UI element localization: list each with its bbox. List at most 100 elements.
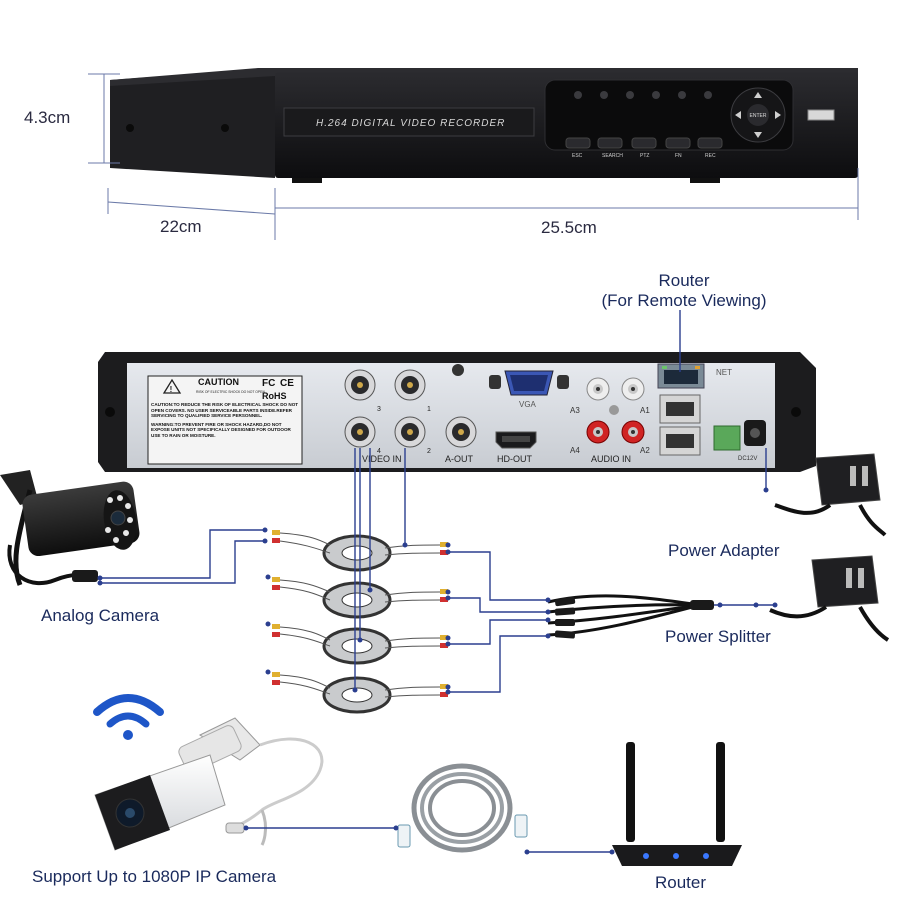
- wifi-icon: [93, 694, 164, 740]
- channel-2-label: 2: [427, 448, 431, 455]
- fn-button[interactable]: [665, 137, 691, 149]
- dvr-rear-view: ! CAUTION FC CE RoHS RISK OF ELECTRIC SH…: [98, 352, 816, 472]
- router-bottom-label: Router: [655, 873, 707, 892]
- depth-dimension-label: 22cm: [160, 217, 202, 236]
- a3-label: A3: [570, 406, 580, 415]
- bnc-port-4[interactable]: [344, 416, 376, 448]
- caution-subtitle: RISK OF ELECTRIC SHOCK DO NOT OPEN: [196, 390, 265, 394]
- caution-text-block: CAUTION:TO REDUCE THE RISK OF ELECTRICAL…: [151, 402, 299, 438]
- channel-4-label: 4: [377, 448, 381, 455]
- audio-in-label: AUDIO IN: [591, 454, 631, 464]
- cable-reel: [322, 627, 392, 665]
- rec-button[interactable]: [697, 137, 723, 149]
- cable-reel: [322, 581, 392, 619]
- channel-3-label: 3: [377, 406, 381, 413]
- side-screw: [126, 124, 134, 132]
- depth-dimension-line: [107, 201, 276, 215]
- net-label: NET: [716, 368, 732, 377]
- dvr-foot: [690, 178, 720, 183]
- led-button[interactable]: [574, 91, 582, 99]
- warning-text: WARNING:TO PREVENT FIRE OR SHOCK HAZARD,…: [151, 421, 291, 438]
- router-antenna: [626, 742, 635, 842]
- cable-reels: [272, 530, 448, 714]
- a4-label: A4: [570, 446, 580, 455]
- rca-port-a4[interactable]: [586, 420, 610, 444]
- dvr-front-view: H.264 DIGITAL VIDEO RECORDER ESC SEARCH …: [110, 68, 858, 183]
- enter-label: ENTER: [750, 113, 767, 119]
- bnc-port-1[interactable]: [394, 369, 426, 401]
- a1-label: A1: [640, 406, 650, 415]
- ip-camera: [94, 717, 324, 851]
- caution-text: CAUTION:TO REDUCE THE RISK OF ELECTRICAL…: [151, 402, 299, 419]
- channel-1-label: 1: [427, 406, 431, 413]
- rca-port-a3[interactable]: [586, 377, 610, 401]
- terminal-block: [713, 425, 741, 451]
- esc-button[interactable]: [565, 137, 591, 149]
- led-button[interactable]: [652, 91, 660, 99]
- ground-screw: [609, 405, 619, 415]
- cable-reel: [322, 534, 392, 572]
- down-arrow-icon: [754, 132, 762, 138]
- esc-label: ESC: [572, 153, 583, 159]
- led-button[interactable]: [678, 91, 686, 99]
- ground-screw: [452, 364, 464, 376]
- router-led: [703, 853, 709, 859]
- power-splitter-label: Power Splitter: [665, 627, 771, 646]
- caution-label: [147, 375, 303, 465]
- led-button[interactable]: [600, 91, 608, 99]
- connection-dots: [97, 487, 778, 855]
- caution-title: CAUTION: [198, 377, 239, 387]
- bnc-port-3[interactable]: [344, 369, 376, 401]
- bnc-port-2[interactable]: [394, 416, 426, 448]
- fc-mark: FC: [262, 378, 275, 389]
- remote-viewing-label: (For Remote Viewing): [601, 291, 767, 310]
- analog-camera: [0, 470, 140, 586]
- width-dimension-label: 25.5cm: [541, 218, 597, 237]
- ip-camera-label: Support Up to 1080P IP Camera: [32, 867, 277, 886]
- vga-label: VGA: [519, 400, 537, 409]
- led-button[interactable]: [626, 91, 634, 99]
- vga-port[interactable]: [489, 370, 569, 396]
- video-in-group: 3 1 4 2 VIDEO IN: [344, 369, 431, 464]
- hdmi-port[interactable]: [495, 431, 537, 449]
- dvr-side-panel: [110, 68, 275, 178]
- front-usb-port: [807, 109, 835, 121]
- dvr-model-text: H.264 DIGITAL VIDEO RECORDER: [316, 118, 505, 129]
- dimension-lines: [88, 73, 859, 240]
- dc-label: DC12V: [738, 456, 757, 462]
- power-adapter-bottom: [769, 555, 890, 642]
- ptz-button[interactable]: [631, 137, 657, 149]
- search-button[interactable]: [597, 137, 623, 149]
- cable-reel: [322, 676, 392, 714]
- power-adapter-top: [774, 453, 887, 537]
- ce-mark: CE: [280, 378, 294, 389]
- ip-camera-cable: [231, 737, 324, 830]
- router-antenna: [716, 742, 725, 842]
- side-screw: [791, 407, 801, 417]
- svg-text:!: !: [170, 385, 173, 394]
- a2-label: A2: [640, 446, 650, 455]
- dvr-label-plate: [283, 107, 535, 137]
- fn-label: FN: [675, 153, 682, 159]
- height-dimension-label: 4.3cm: [24, 108, 71, 127]
- hd-out-label: HD-OUT: [497, 454, 532, 464]
- warning-triangle-icon: [162, 378, 182, 394]
- router-led: [673, 853, 679, 859]
- rca-port-a1[interactable]: [621, 377, 645, 401]
- router-label: Router: [658, 271, 710, 290]
- camera-lens: [110, 510, 126, 526]
- rca-port-a2[interactable]: [621, 420, 645, 444]
- ptz-label: PTZ: [640, 153, 649, 159]
- power-adapter-label: Power Adapter: [668, 541, 780, 560]
- led-button[interactable]: [704, 91, 712, 99]
- analog-camera-label: Analog Camera: [41, 606, 160, 625]
- video-in-label: VIDEO IN: [362, 454, 402, 464]
- audio-in-group: A3 A1 A4 A2 AUDIO IN: [570, 377, 650, 464]
- enter-button[interactable]: [747, 104, 769, 126]
- rec-label: REC: [705, 153, 716, 159]
- ethernet-cable: [397, 763, 528, 853]
- right-arrow-icon: [775, 111, 781, 119]
- audio-out-port[interactable]: [445, 416, 477, 448]
- side-screw: [221, 124, 229, 132]
- router-remote-label: Router (For Remote Viewing): [596, 271, 772, 311]
